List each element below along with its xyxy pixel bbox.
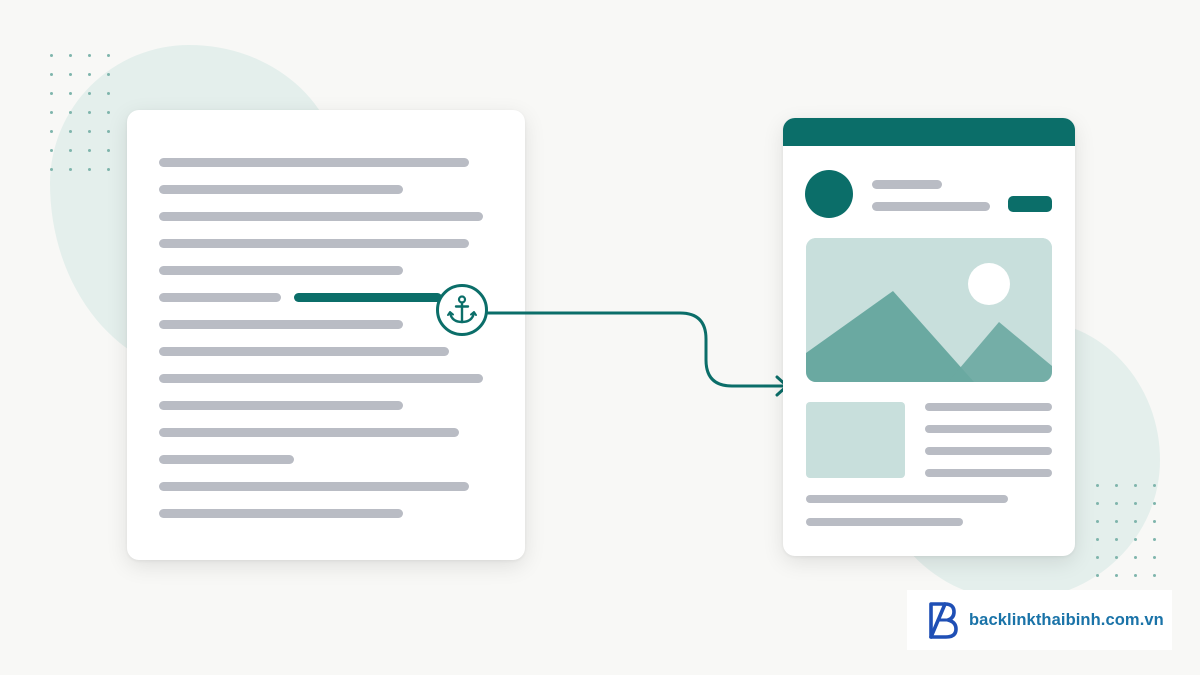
text-line: [925, 469, 1052, 477]
brand-watermark: backlinkthaibinh.com.vn: [907, 590, 1172, 650]
text-line: [159, 455, 294, 464]
dot-grid-bottom-right: [1096, 484, 1156, 577]
profile-name-line: [872, 180, 942, 189]
target-page-card: [783, 118, 1075, 556]
text-line: [159, 401, 403, 410]
hero-image: [806, 238, 1052, 382]
text-line: [159, 212, 483, 221]
text-line: [159, 158, 469, 167]
text-line: [925, 447, 1052, 455]
text-line: [159, 374, 483, 383]
backlink-b-logo-icon: [929, 602, 958, 639]
text-line: [159, 185, 403, 194]
mountain-image-icon: [806, 238, 1052, 382]
text-line: [159, 320, 403, 329]
text-line: [806, 495, 1008, 503]
anchor-icon: [447, 295, 477, 324]
anchor-badge[interactable]: [436, 284, 488, 336]
avatar: [805, 170, 853, 218]
brand-site-name: backlinkthaibinh.com.vn: [969, 610, 1164, 629]
text-line: [925, 425, 1052, 433]
text-line: [159, 482, 469, 491]
anchor-text-link[interactable]: [294, 293, 442, 302]
source-document-card: [127, 110, 525, 560]
text-line: [925, 403, 1052, 411]
text-line: [159, 266, 403, 275]
profile-meta-line: [872, 202, 990, 211]
text-line: [159, 239, 469, 248]
dot-grid-top-left: [50, 54, 110, 171]
page-header-bar: [783, 118, 1075, 146]
text-line: [159, 428, 459, 437]
text-line: [159, 293, 281, 302]
text-line: [159, 509, 403, 518]
thumbnail-image: [806, 402, 905, 478]
text-line: [806, 518, 963, 526]
follow-button[interactable]: [1008, 196, 1052, 212]
text-line: [159, 347, 449, 356]
